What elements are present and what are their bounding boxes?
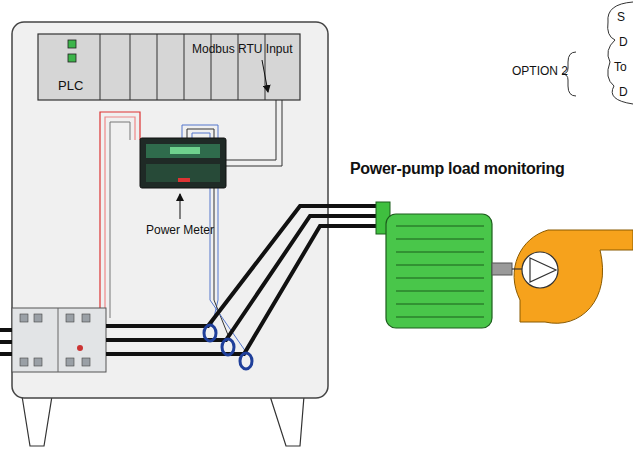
panel-leg [22, 396, 52, 446]
meter-lcd [170, 147, 200, 154]
callout-bubble [608, 2, 633, 104]
status-led [68, 40, 76, 48]
option-text: D [619, 85, 628, 99]
node-text: PLC [58, 78, 84, 93]
contactor-terminals [20, 314, 90, 366]
meter-board [146, 164, 220, 182]
callout-label: Modbus RTU Input [192, 42, 293, 56]
pump-symbol [522, 252, 558, 288]
motor-fins [396, 226, 484, 317]
motor-cables [106, 206, 376, 354]
callout-label: Power Meter [146, 223, 214, 237]
motor-shaft [492, 263, 512, 275]
leader-arrow [262, 60, 268, 92]
power-meter [140, 138, 226, 188]
option-text: To [614, 60, 627, 74]
status-led [68, 54, 76, 62]
option-label: OPTION 2 [512, 64, 568, 78]
diagram-title: Power-pump load monitoring [350, 160, 564, 178]
plc-label-box: PLC [56, 76, 86, 95]
pump-shaft [512, 268, 522, 269]
leader-arrow [180, 194, 181, 219]
contactor-indicator [77, 345, 83, 351]
panel-leg [270, 396, 304, 446]
meter-display [146, 144, 220, 158]
plc-rack [38, 34, 300, 100]
pump-volute [514, 230, 633, 323]
control-wiring [100, 100, 282, 352]
option-text: D [619, 35, 628, 49]
contactor [12, 308, 106, 372]
supply-cable [0, 330, 12, 354]
pump-symbol [530, 258, 556, 282]
current-transformer [204, 325, 252, 369]
motor [386, 214, 492, 328]
option-text: S [617, 10, 625, 24]
meter-led [178, 178, 190, 182]
contactor-divider [58, 308, 59, 372]
